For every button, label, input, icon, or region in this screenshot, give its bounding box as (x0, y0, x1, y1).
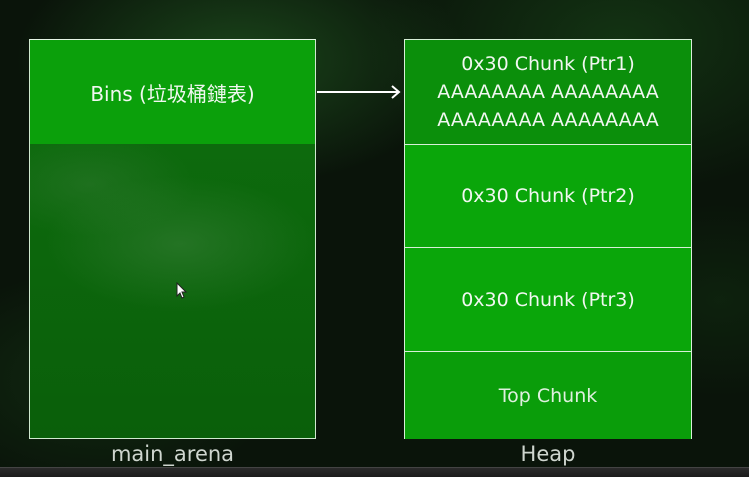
chunk-ptr2: 0x30 Chunk (Ptr2) (405, 144, 691, 247)
main-arena-box: Bins (垃圾桶鏈表) (29, 39, 316, 439)
mouse-cursor-icon (176, 282, 188, 299)
chunk-ptr1-data-line: AAAAAAAA AAAAAAAA (437, 81, 659, 103)
arrow-head (391, 85, 401, 99)
chunk-ptr2-title: 0x30 Chunk (Ptr2) (461, 185, 635, 207)
chunk-ptr1-data-line: AAAAAAAA AAAAAAAA (437, 109, 659, 131)
main-arena-caption: main_arena (110, 442, 235, 466)
top-chunk: Top Chunk (405, 351, 691, 439)
video-progress-strip (0, 467, 749, 477)
top-chunk-title: Top Chunk (498, 384, 598, 407)
main-arena-body (30, 144, 315, 438)
chunk-ptr3-title: 0x30 Chunk (Ptr3) (461, 288, 635, 311)
chunk-ptr1-title: 0x30 Chunk (Ptr1) (461, 53, 635, 75)
heap-caption: Heap (520, 442, 576, 466)
chunk-ptr1: 0x30 Chunk (Ptr1) AAAAAAAA AAAAAAAA AAAA… (405, 40, 691, 144)
bins-box: Bins (垃圾桶鏈表) (30, 40, 315, 145)
bins-label: Bins (垃圾桶鏈表) (90, 81, 255, 106)
chunk-ptr3: 0x30 Chunk (Ptr3) (405, 247, 691, 351)
heap-box: 0x30 Chunk (Ptr1) AAAAAAAA AAAAAAAA AAAA… (404, 39, 692, 439)
